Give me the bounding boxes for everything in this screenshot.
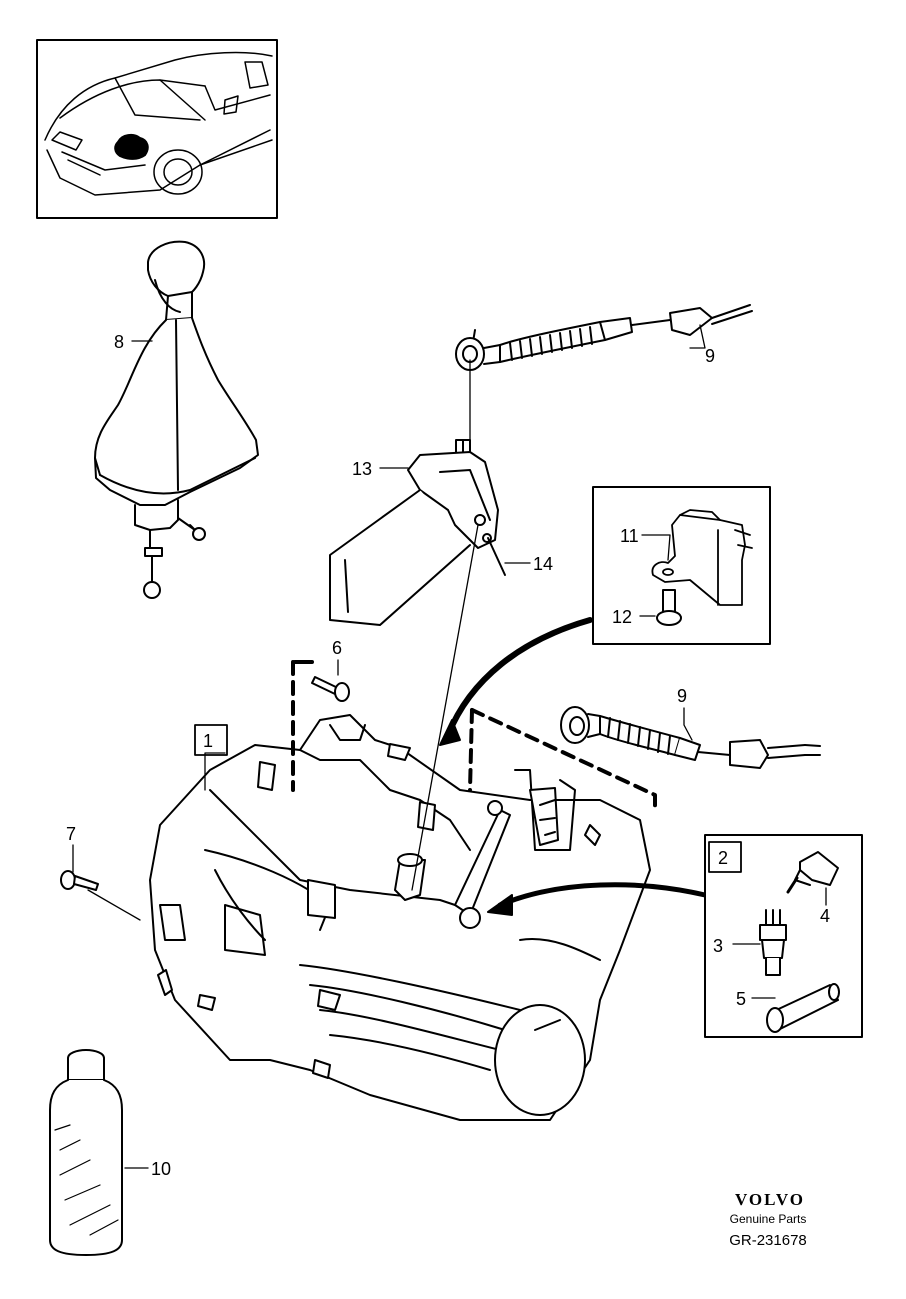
callout-box-1 <box>194 724 228 756</box>
car-location-inset <box>36 39 278 219</box>
shift-cable-icon <box>455 304 753 371</box>
bracket-inset <box>592 486 771 645</box>
callout-1: 1 <box>203 731 213 751</box>
bolt-7-icon <box>60 870 99 891</box>
callout-box-2 <box>708 841 742 873</box>
callout-13: 13 <box>352 459 372 479</box>
bolt-icon <box>656 589 682 626</box>
callout-9-upper: 9 <box>705 346 715 366</box>
shift-cable-lower-icon <box>560 706 821 769</box>
callout-9-lower: 9 <box>677 686 687 706</box>
gear-knob-boot-icon <box>94 240 259 599</box>
reverse-light-switch-icon <box>759 909 787 976</box>
callout-14: 14 <box>533 554 553 574</box>
arrow-to-gearbox <box>439 617 593 746</box>
callout-10: 10 <box>151 1159 171 1179</box>
callout-6: 6 <box>332 638 342 658</box>
callout-8: 8 <box>114 332 124 352</box>
callout-4: 4 <box>820 906 830 926</box>
gearbox-location-mark <box>114 133 149 160</box>
brand-logo: VOLVO <box>735 1190 805 1209</box>
leader-lines <box>72 324 827 1169</box>
callout-3: 3 <box>713 936 723 956</box>
dashed-guides <box>291 660 657 812</box>
bracket-icon <box>651 509 753 606</box>
callout-11: 11 <box>620 526 639 546</box>
switch-inset <box>704 834 863 1038</box>
callout-7: 7 <box>66 824 76 844</box>
fuse-icon <box>766 983 840 1033</box>
bolt-6-icon <box>311 676 350 702</box>
car-location-icon <box>44 51 273 196</box>
oil-bottle-icon <box>49 1049 123 1256</box>
callout-5: 5 <box>736 989 746 1009</box>
connector-icon <box>786 851 839 894</box>
gearbox-icon <box>149 714 651 1121</box>
brand-tagline: Genuine Parts <box>730 1212 807 1226</box>
arrow-to-switch <box>487 882 708 916</box>
selector-bracket-icon <box>329 439 506 626</box>
figure-id: GR-231678 <box>729 1232 807 1249</box>
callout-2: 2 <box>718 848 728 868</box>
callout-12: 12 <box>612 607 632 627</box>
